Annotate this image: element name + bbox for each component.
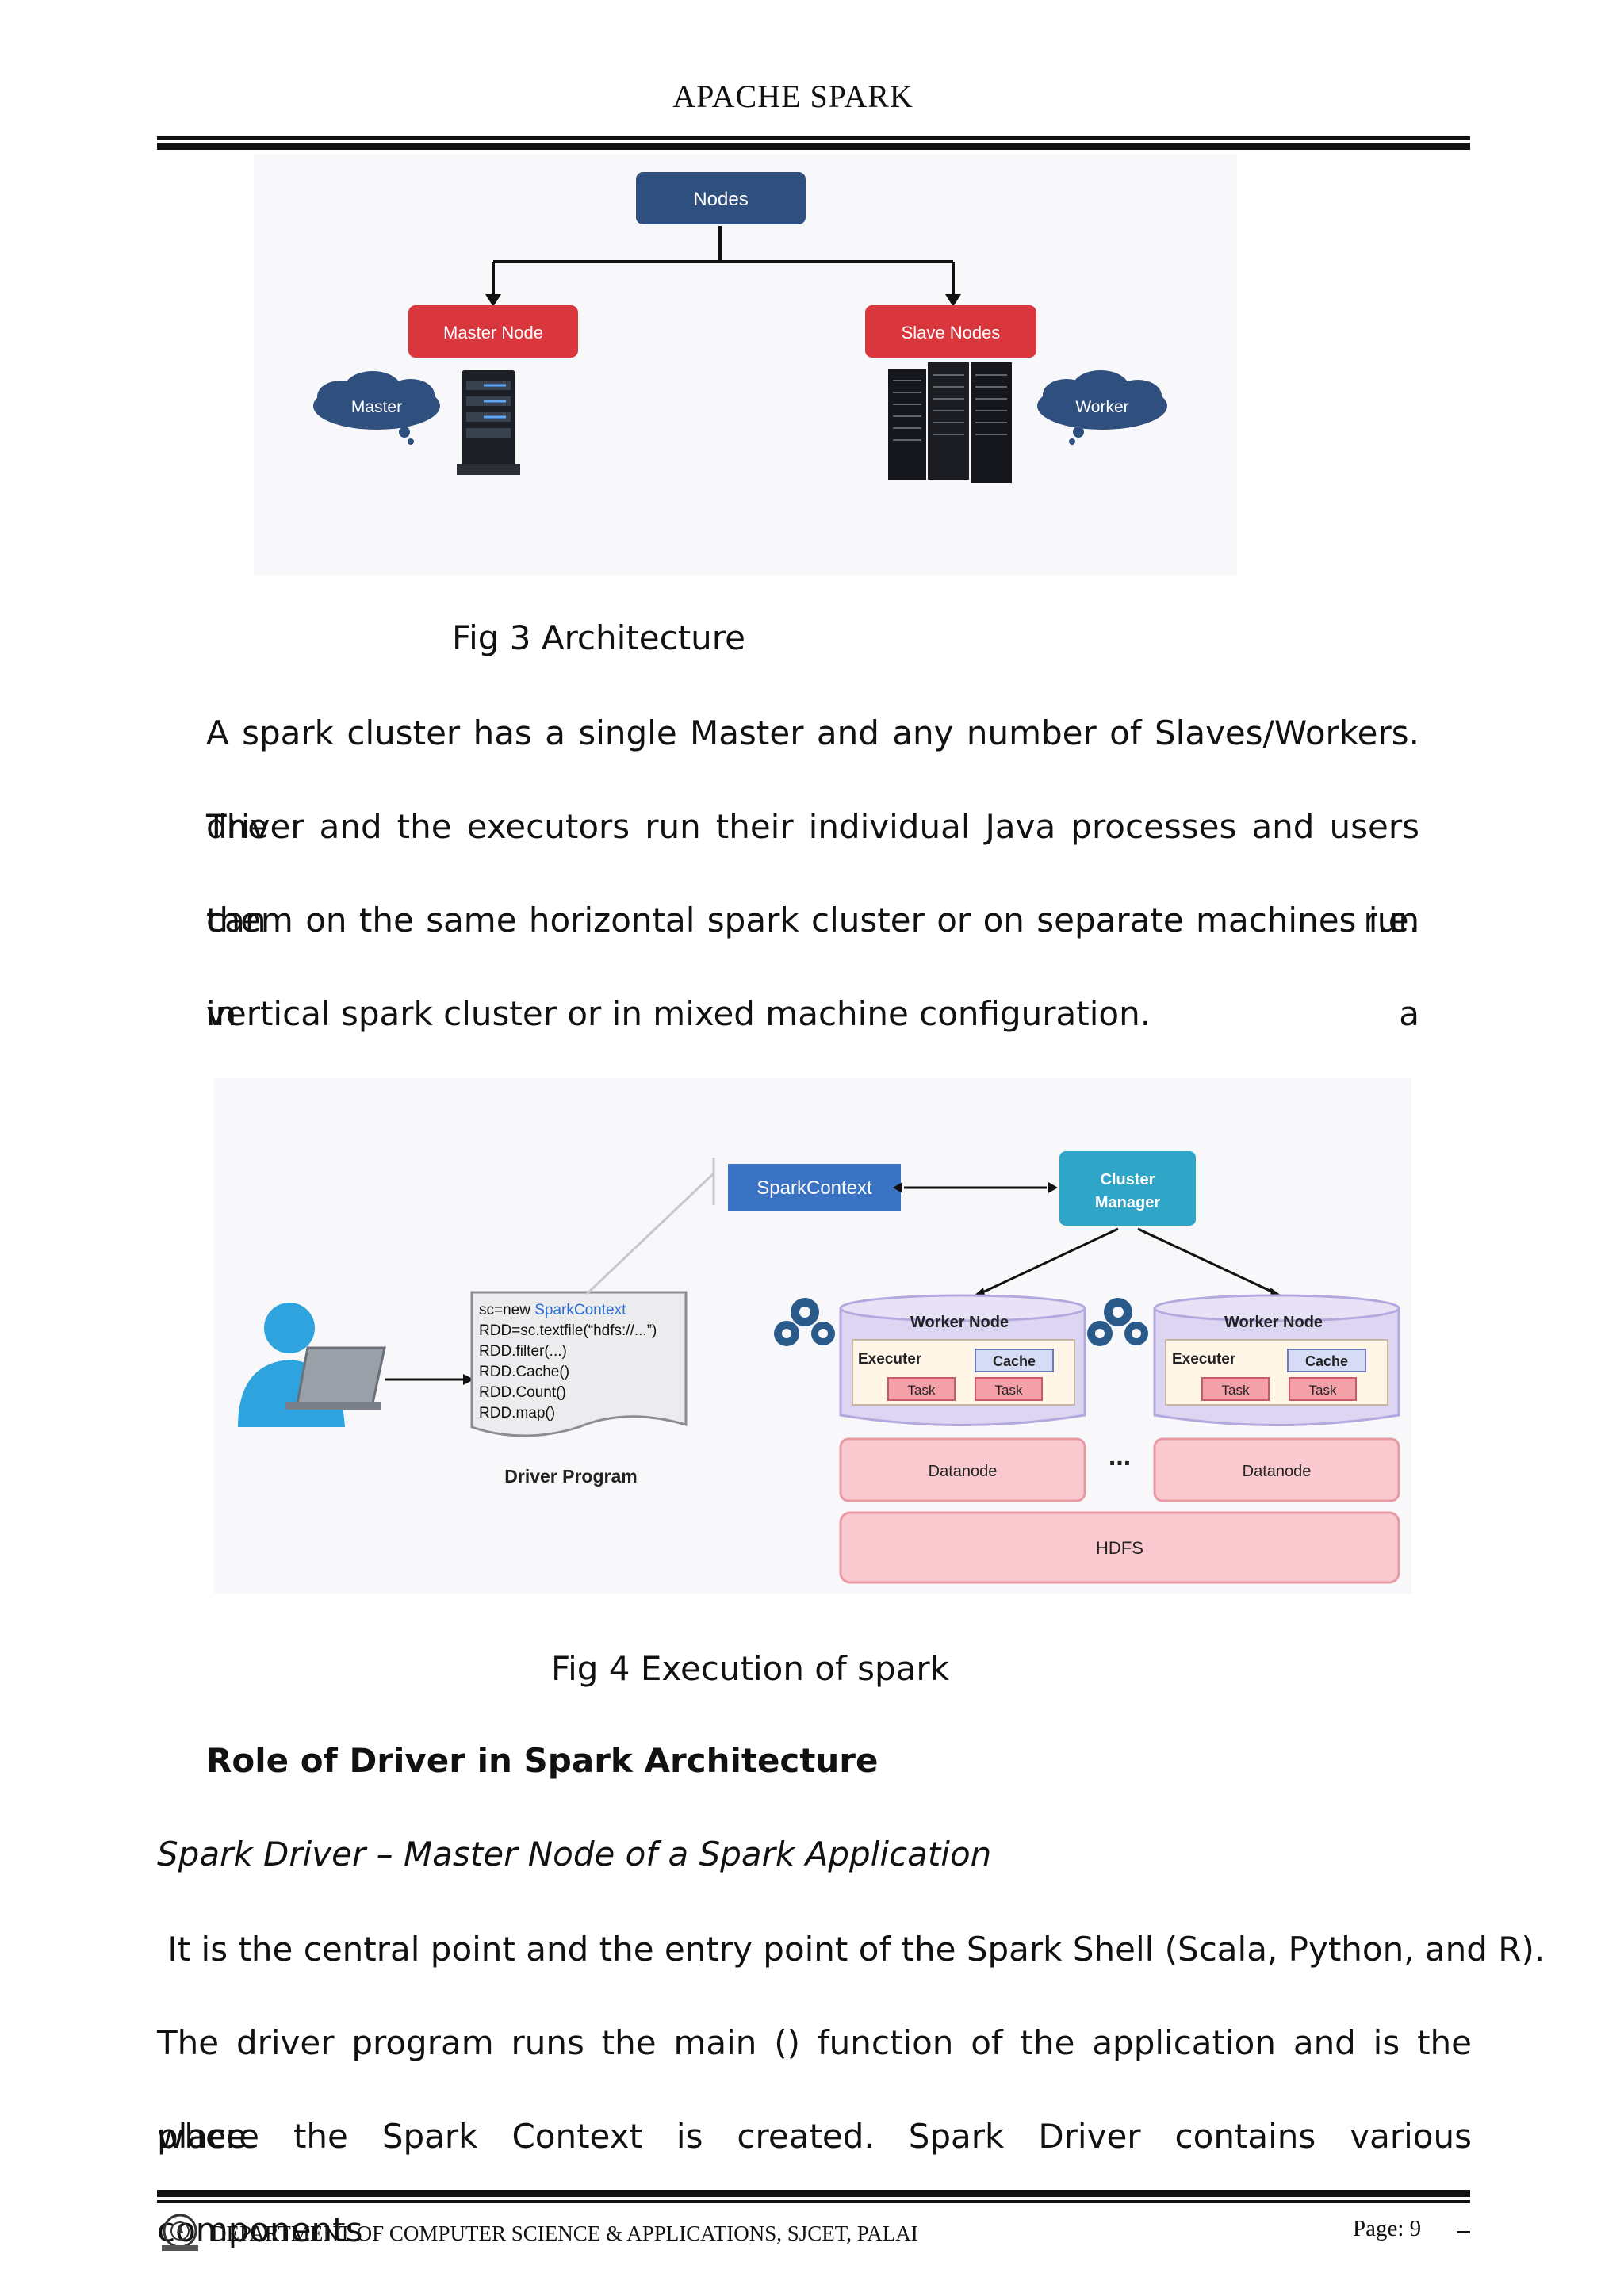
nodes-label: Nodes [693,189,748,210]
fig3-architecture-diagram: Nodes Master Node Slave Nodes Master Wor… [254,155,1237,575]
code-line: RDD.map() [479,1405,555,1422]
code-line: RDD.Count() [479,1384,566,1401]
paragraph1-line: driver and the executors run their indiv… [206,807,1419,939]
code-line: RDD.filter(...) [479,1343,567,1360]
fig4-execution-diagram: sc=new SparkContext RDD=sc.textfile(“hdf… [214,1078,1411,1594]
section-heading: Role of Driver in Spark Architecture [206,1741,879,1780]
worker-node-label: Worker Node [1224,1314,1323,1331]
footer-department: DEPARTMENT OF COMPUTER SCIENCE & APPLICA… [211,2221,918,2245]
paragraph1-line: them on the same horizontal spark cluste… [206,901,1419,1033]
paragraph2-line: It is the central point and the entry po… [157,1930,1545,1969]
executer-label: Executer [1172,1351,1236,1368]
master-cloud-icon: Master [313,371,440,445]
slave-nodes-box: Slave Nodes [865,305,1036,358]
task-label: Task [1309,1383,1337,1398]
code-line: RDD=sc.textfile(“hdfs://...”) [479,1322,657,1339]
fig4-caption: Fig 4 Execution of spark [551,1649,950,1688]
fig3-caption: Fig 3 Architecture [452,618,745,657]
datanode-1: Datanode [839,1437,1086,1502]
fig3-arrow-right [945,294,961,307]
fig3-background [254,155,1237,575]
master-node-label: Master Node [443,323,543,342]
driver-program-document: sc=new SparkContext RDD=sc.textfile(“hdf… [470,1291,688,1487]
master-server-icon [457,370,520,475]
task-label: Task [1222,1383,1250,1398]
manager-to-worker1-arrow [979,1227,1119,1295]
paragraph1-line: A spark cluster has a single Master and … [206,714,1419,846]
fig3-arrow-left [485,294,501,307]
task-label: Task [995,1383,1023,1398]
cache-label: Cache [1305,1353,1348,1369]
college-emblem-icon [162,2214,198,2251]
worker-node-2: Worker Node Executer Cache Task Task [1153,1294,1400,1426]
header-rule [157,136,1470,150]
datanode-2: Datanode [1153,1437,1400,1502]
code-line: RDD.Cache() [479,1364,569,1380]
ellipsis: ... [1109,1441,1131,1471]
master-node-box: Master Node [408,305,578,358]
worker-node-label: Worker Node [910,1314,1009,1331]
spark-context-box: SparkContext [728,1164,901,1211]
datanode-label: Datanode [929,1463,998,1480]
gears-icon [774,1298,835,1346]
cache-label: Cache [993,1353,1036,1369]
callout-line [585,1172,715,1295]
footer-page-number: Page: 9 [1353,2216,1422,2241]
section-subheading: Spark Driver – Master Node of a Spark Ap… [157,1835,992,1873]
paragraph2-line: where the Spark Context is created. Spar… [157,2117,1472,2249]
page-header-title: APACHE SPARK [672,78,914,114]
slave-servers-icon [888,362,1012,483]
cluster-manager-box: Cluster Manager [1059,1151,1196,1226]
hdfs-label: HDFS [1096,1538,1143,1558]
gears-icon [1087,1298,1148,1346]
user-with-laptop-icon [238,1303,386,1427]
paragraph-cluster-description: A spark cluster has a single Master and … [206,687,1419,1061]
manager-to-worker2-arrow [1137,1227,1277,1295]
paragraph2-line: The driver program runs the main () func… [157,2023,1472,2156]
code-line: sc=new SparkContext [479,1302,626,1318]
hdfs-box: HDFS [839,1511,1400,1584]
executer-label: Executer [858,1351,922,1368]
spark-context-label: SparkContext [756,1177,872,1199]
nodes-box: Nodes [636,172,806,224]
slave-nodes-label: Slave Nodes [902,323,1001,342]
task-label: Task [908,1383,936,1398]
worker-cloud-label: Worker [1075,398,1128,416]
worker-node-1: Worker Node Executer Cache Task Task [839,1294,1086,1426]
cluster-manager-label-1: Cluster [1101,1171,1155,1188]
paragraph-driver-description: It is the central point and the entry po… [157,1903,1545,2249]
master-cloud-label: Master [351,398,402,416]
footer-rule [157,2190,1470,2203]
datanode-label: Datanode [1243,1463,1312,1480]
worker-cloud-icon: Worker [1037,370,1167,445]
cluster-manager-label-2: Manager [1095,1194,1160,1211]
paragraph1-line: vertical spark cluster or in mixed machi… [206,994,1151,1033]
driver-program-label: Driver Program [504,1466,637,1487]
